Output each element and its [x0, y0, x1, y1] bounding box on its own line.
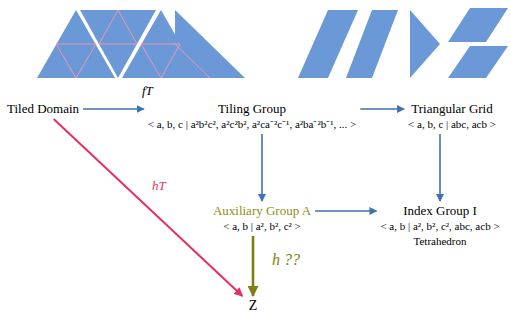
edge-label: hT — [150, 178, 168, 193]
arrow-connector — [315, 210, 376, 212]
edge-label: h ?? — [270, 252, 302, 267]
arrow-connector — [439, 134, 441, 201]
node-title: Tiling Group — [148, 101, 357, 117]
node-text: < a, b | a², b², c², abc, acb > — [380, 219, 499, 234]
group-node: Auxiliary Group A< a, b | a², b², c² > — [213, 203, 311, 234]
node-text: < a, b | a², b², c² > — [213, 219, 311, 234]
node-text: < a, b, c | abc, acb > — [408, 117, 496, 132]
group-node: Z — [241, 298, 266, 314]
node-title: Tiled Domain — [7, 101, 79, 117]
node-text: < a, b, c | a²b²c², a²c²b², a²ca⁻²c⁻¹, a… — [148, 117, 357, 132]
group-node: Tiled Domain — [7, 101, 79, 117]
arrow-connector — [83, 108, 144, 110]
node-title: Auxiliary Group A — [213, 203, 311, 219]
group-node: Tiling Group< a, b, c | a²b²c², a²c²b², … — [148, 101, 357, 132]
group-node: Index Group I< a, b | a², b², c², abc, a… — [380, 203, 499, 249]
node-title: Index Group I — [380, 203, 499, 219]
group-node: Triangular Grid< a, b, c | abc, acb > — [408, 101, 496, 132]
arrow-connector — [360, 108, 404, 110]
node-title: Z — [249, 298, 258, 314]
tile-illustration — [0, 0, 511, 90]
node-text: Tetrahedron — [380, 234, 499, 249]
arrow-connector — [252, 236, 255, 296]
node-title: Triangular Grid — [408, 101, 496, 117]
edge-label: fT — [140, 83, 155, 98]
arrow-connector — [261, 134, 263, 201]
